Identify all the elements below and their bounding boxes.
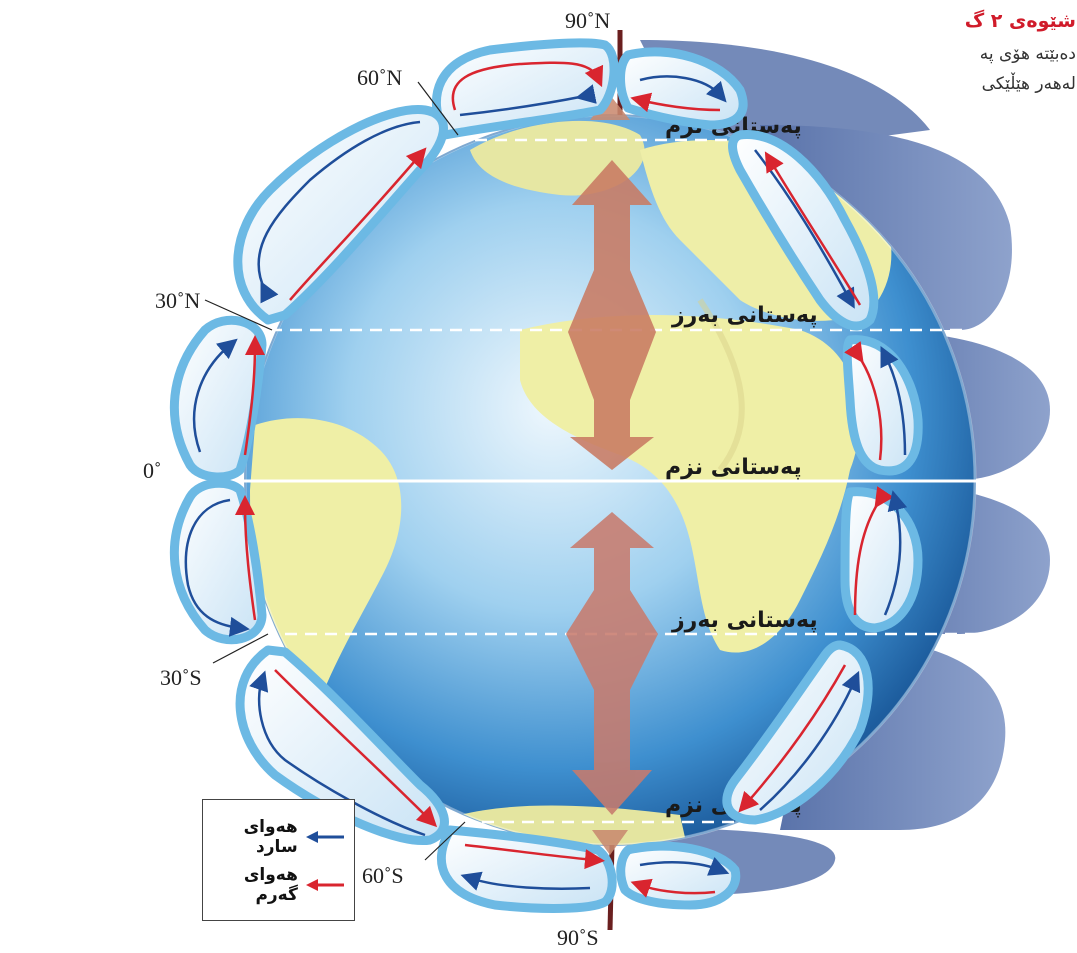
cell-polar-north-right: [616, 47, 748, 130]
warm-air-arrow-icon: [305, 879, 344, 891]
lat-label-90s: 90˚S: [557, 925, 599, 950]
legend-item-warm: هەوای گەرم: [213, 865, 344, 905]
cell-ferrel-south-right: [722, 640, 873, 825]
cell-ferrel-south-left: [235, 645, 449, 846]
cell-hadley-south-right: [840, 486, 923, 633]
pressure-low-eq: پەستانی نزم: [665, 455, 802, 480]
lat-label-60s: 60˚S: [362, 863, 404, 888]
lat-label-90n: 90˚N: [565, 8, 610, 33]
cell-hadley-south-left: [169, 478, 267, 645]
lat-label-30n: 30˚N: [155, 288, 200, 313]
figure-caption-line-2: لەهەر هێڵێکی: [981, 74, 1076, 94]
latitude-labels: 90˚N 60˚N 30˚N 0˚ 30˚S 60˚S 90˚S: [143, 8, 610, 950]
legend-label-warm: هەوای گەرم: [243, 865, 298, 905]
cell-ferrel-north-left: [233, 105, 448, 325]
cell-hadley-north-right: [842, 335, 923, 476]
pressure-high-s30: پەستانی بەرز: [671, 608, 818, 633]
cell-polar-south-left: [437, 825, 617, 913]
figure-caption-title: شێوەی ٢ گ: [964, 10, 1076, 32]
cell-hadley-north-left: [169, 315, 267, 482]
cell-polar-south-right: [616, 841, 741, 910]
lat-label-30s: 30˚S: [160, 665, 202, 690]
legend-item-cold: هەوای سارد: [213, 817, 344, 857]
pressure-high-n30: پەستانی بەرز: [671, 303, 818, 328]
pressure-arrow-n60-eq: [568, 160, 656, 470]
leader-lines: [204, 81, 466, 861]
legend: هەوای سارد هەوای گەرم: [202, 799, 355, 921]
lat-label-0: 0˚: [143, 458, 161, 483]
cell-polar-north-left: [432, 38, 619, 140]
pressure-arrow-eq-s60: [566, 512, 658, 815]
pressure-arrow-pole-south: [592, 830, 628, 855]
lat-label-60n: 60˚N: [357, 65, 402, 90]
legend-label-cold: هەوای سارد: [243, 817, 298, 857]
figure-caption-line-1: دەبێتە هۆی پە: [979, 44, 1076, 64]
cold-air-arrow-icon: [305, 831, 344, 843]
cell-ferrel-north-right: [728, 130, 879, 331]
circulation-cells: [169, 38, 923, 913]
